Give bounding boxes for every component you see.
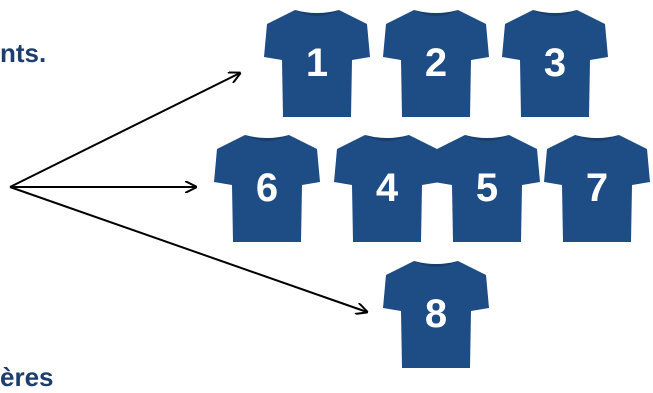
shirt-collar <box>245 135 289 141</box>
arrow-to-bottom-row <box>9 186 367 312</box>
shirt-collar <box>533 10 577 16</box>
shirt-3-icon: 3 <box>502 10 608 117</box>
shirt-number: 2 <box>425 41 447 85</box>
shirt-7-icon: 7 <box>544 135 650 242</box>
shirt-number: 6 <box>256 166 278 210</box>
shirt-collar <box>465 135 509 141</box>
shirt-number: 1 <box>306 41 328 85</box>
shirt-6-icon: 6 <box>214 135 320 242</box>
arrow-to-top-row <box>9 73 240 188</box>
shirt-2-icon: 2 <box>383 10 489 117</box>
arrow-group <box>9 73 367 312</box>
shirt-number: 4 <box>376 166 399 210</box>
shirt-collar <box>365 135 409 141</box>
shirt-group: 1 2 3 6 4 5 7 8 <box>214 10 650 368</box>
shirt-collar <box>414 261 458 267</box>
shirt-number: 7 <box>586 166 608 210</box>
shirt-1-icon: 1 <box>264 10 370 117</box>
text-fragment-top: nts. <box>0 38 47 68</box>
shirt-8-icon: 8 <box>383 261 489 368</box>
shirt-number: 3 <box>544 41 566 85</box>
shirt-collar <box>575 135 619 141</box>
shirt-5-icon: 5 <box>434 135 540 242</box>
shirt-number: 5 <box>476 166 498 210</box>
shirt-collar <box>414 10 458 16</box>
shirt-number: 8 <box>425 292 447 336</box>
shirt-4-icon: 4 <box>334 135 440 242</box>
diagram-canvas: 1 2 3 6 4 5 7 8 <box>9 10 650 368</box>
shirt-collar <box>295 10 339 16</box>
